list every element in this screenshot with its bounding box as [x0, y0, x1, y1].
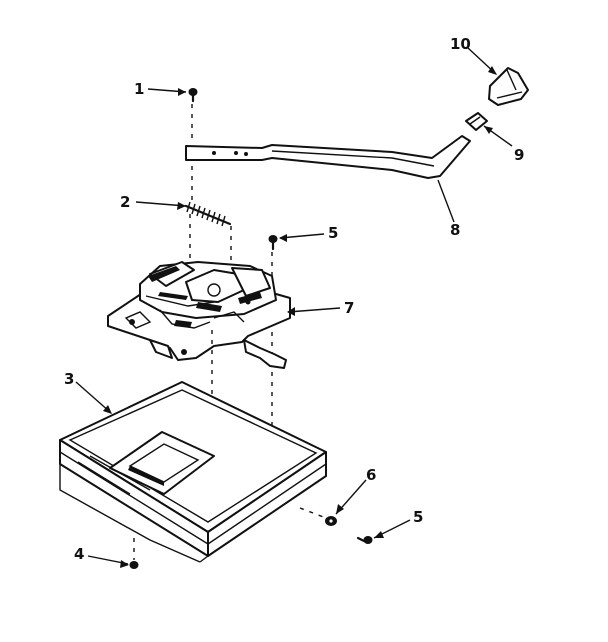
leader-dashed-6 [299, 507, 327, 519]
arrowhead-4 [120, 560, 129, 568]
arrowhead-9 [484, 126, 493, 134]
screw-part-5-upper [268, 235, 278, 251]
leader-line-7 [287, 307, 341, 313]
arrowhead-6 [336, 504, 344, 514]
tray-part-3 [59, 381, 327, 563]
lever-arm-part-8 [185, 135, 471, 179]
screw-part-1 [188, 88, 198, 103]
knob-part-10 [488, 67, 529, 106]
arrowhead-5a [279, 234, 287, 242]
callout-7: 7 [344, 299, 354, 317]
leader-line-5a [279, 233, 325, 239]
arrowhead-10 [488, 66, 497, 75]
callout-8: 8 [450, 221, 460, 239]
leader-line-8 [437, 179, 455, 223]
screw-part-5-lower [356, 536, 373, 544]
callout-4: 4 [74, 545, 84, 563]
leader-line-3 [75, 381, 111, 413]
callout-9: 9 [514, 146, 524, 164]
nut-part-6 [325, 516, 337, 526]
callout-1: 1 [134, 80, 144, 98]
callout-5-upper: 5 [328, 224, 338, 242]
callout-10: 10 [450, 35, 471, 53]
arrowhead-7 [287, 307, 295, 316]
mechanism-plate-part-7 [107, 261, 291, 369]
arrowhead-2 [177, 202, 186, 210]
arrowhead-1 [178, 88, 186, 96]
foot-part-4 [129, 561, 139, 569]
spring-part-2 [184, 201, 232, 227]
connector-part-9 [465, 112, 488, 131]
callout-3: 3 [64, 370, 74, 388]
callout-2: 2 [120, 193, 130, 211]
arrowhead-5b [374, 531, 384, 538]
callout-5-lower: 5 [413, 508, 423, 526]
callout-6: 6 [366, 466, 376, 484]
arrowhead-3 [103, 405, 112, 414]
